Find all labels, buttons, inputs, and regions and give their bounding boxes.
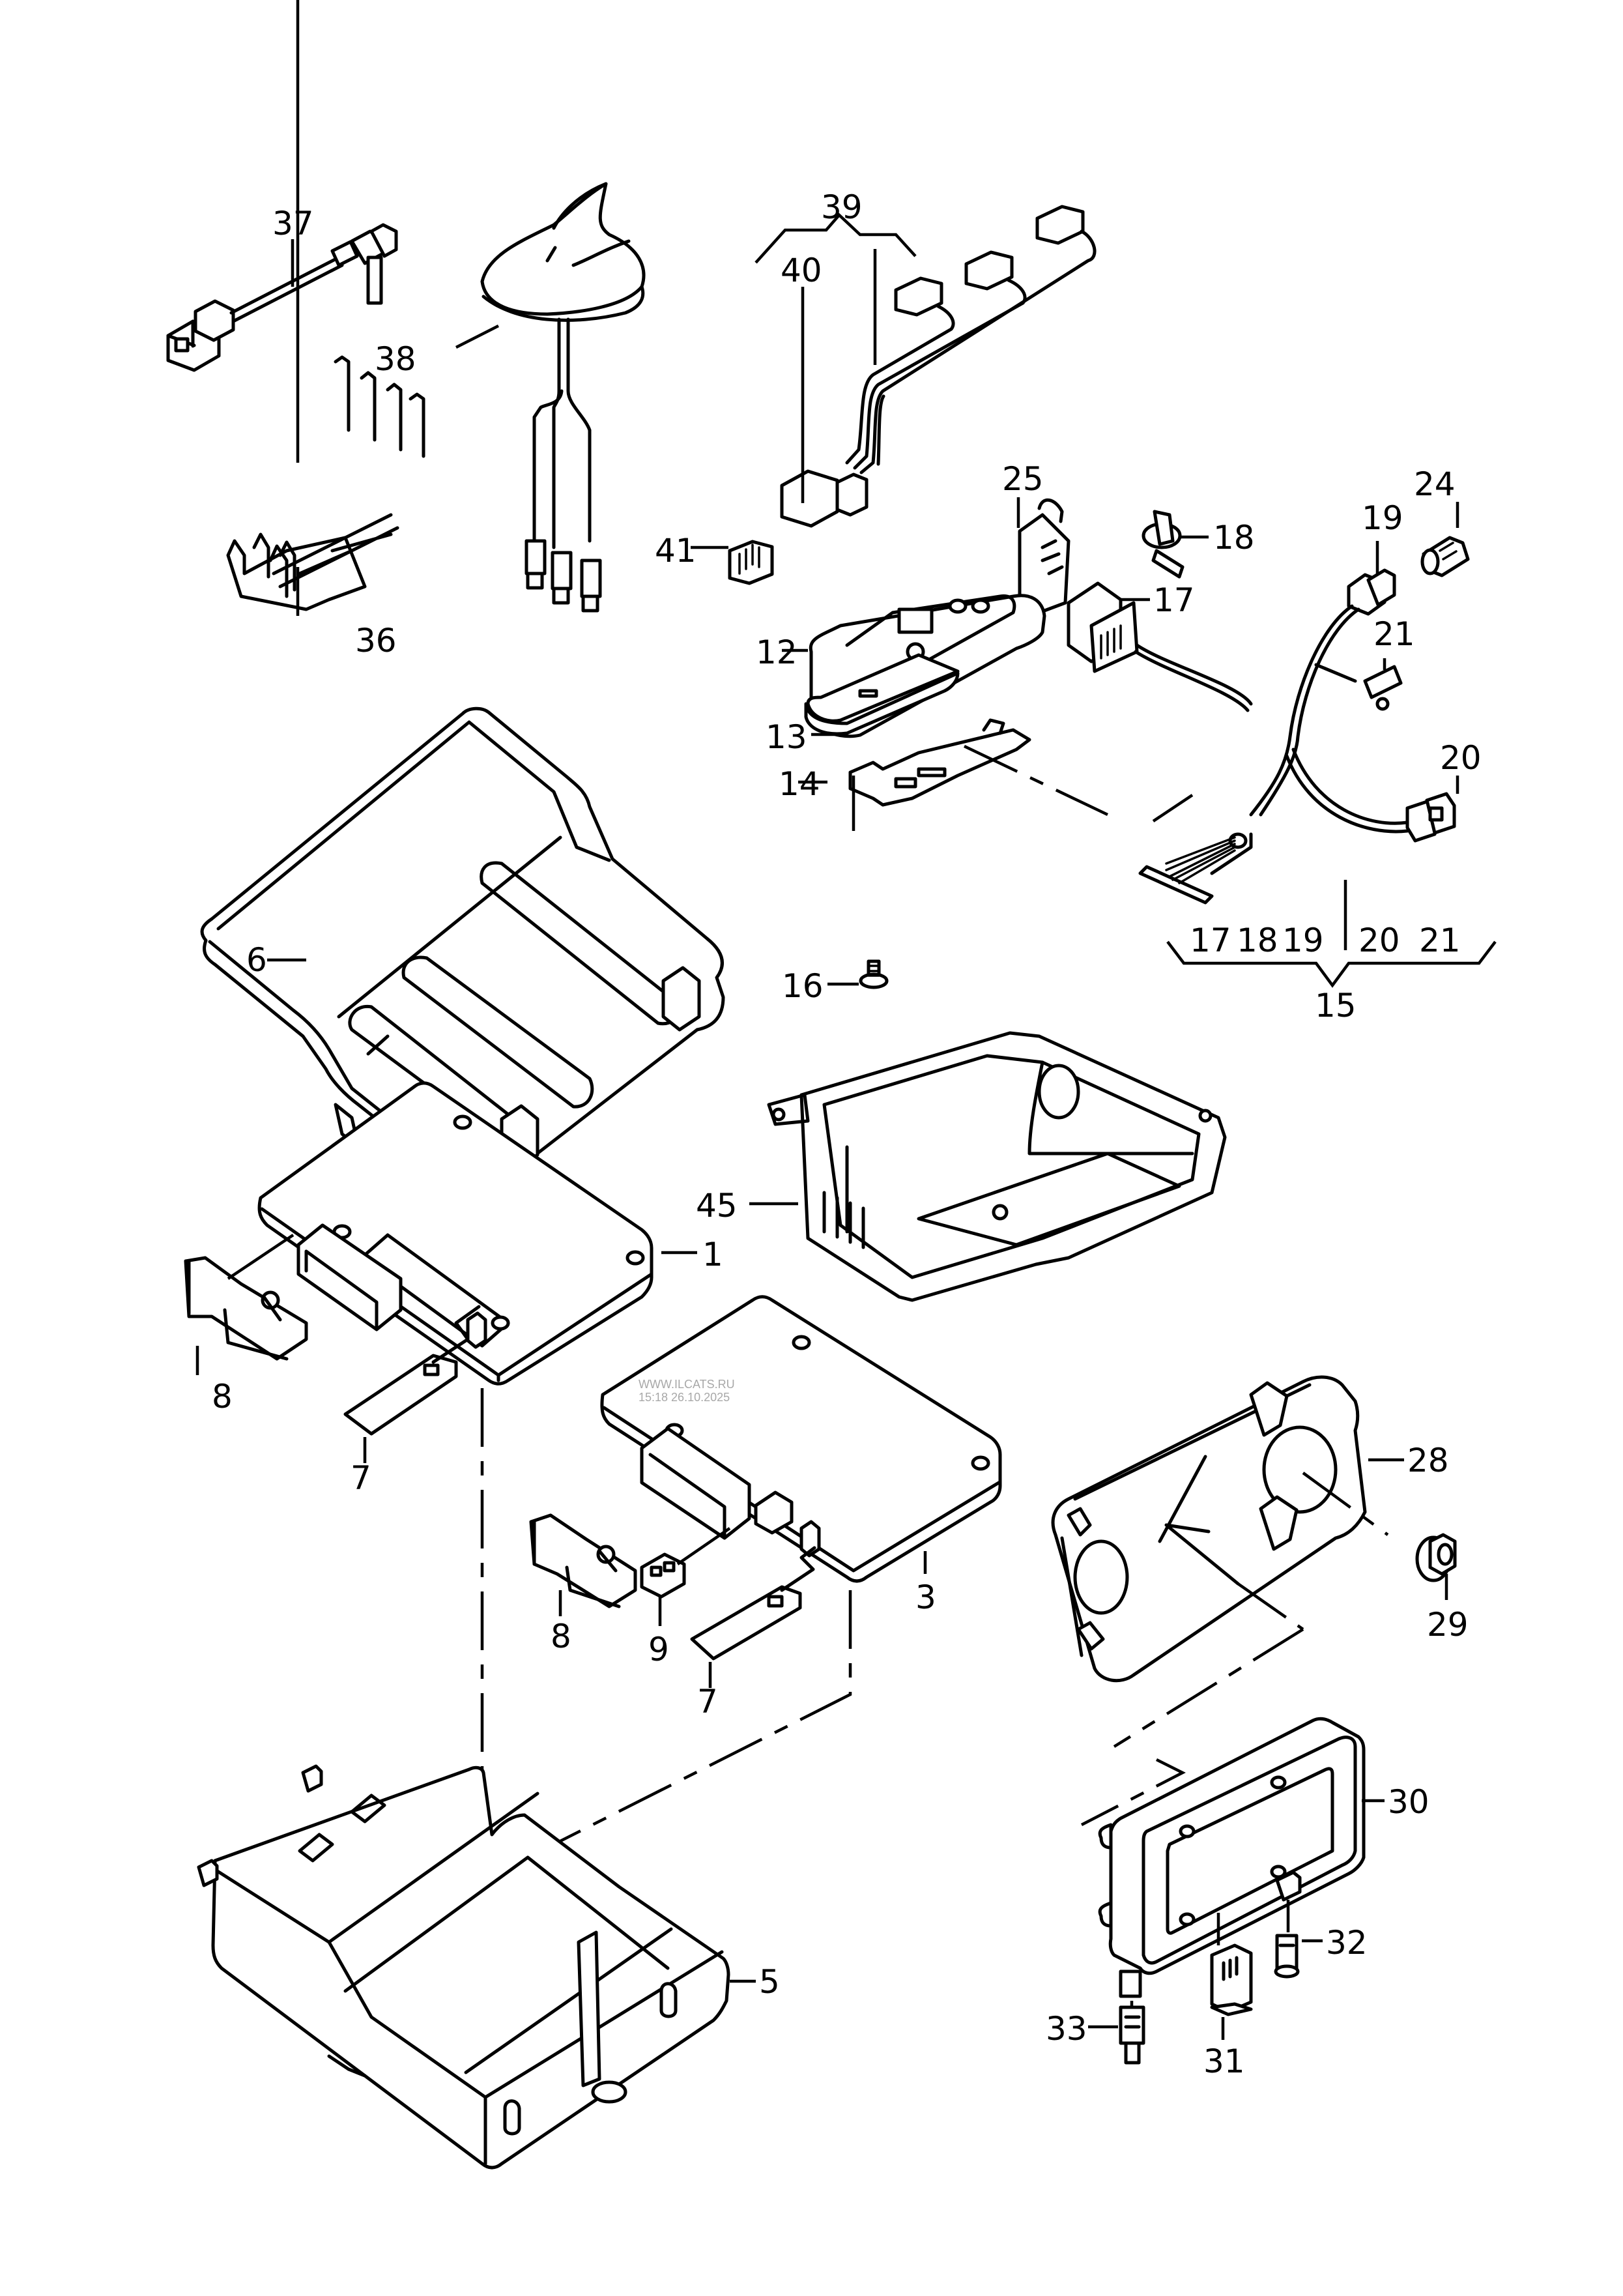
callout-15-member-18: 18	[1237, 922, 1278, 959]
part-32-antenna-plug[interactable]	[1274, 1934, 1300, 1979]
callout-39: 39	[821, 188, 863, 226]
callout-32: 32	[1326, 1924, 1368, 1962]
callout-17: 17	[1153, 581, 1195, 619]
part-25-connector-housing[interactable]	[1018, 499, 1070, 615]
part-28-mounting-plate[interactable]	[1051, 1375, 1367, 1683]
part-30-module[interactable]	[1098, 1717, 1366, 1998]
part-8-connector-lock-2[interactable]	[529, 1513, 637, 1608]
part-13-holder-plate[interactable]	[804, 653, 960, 736]
part-18-clip[interactable]	[1142, 510, 1185, 579]
callout-41: 41	[655, 532, 697, 570]
callout-15-member-20: 20	[1358, 922, 1400, 959]
callout-19: 19	[1362, 499, 1403, 537]
callout-14: 14	[779, 765, 820, 803]
part-24-antenna-socket[interactable]	[1420, 536, 1470, 577]
callout-36: 36	[355, 622, 397, 660]
callout-38: 38	[375, 340, 416, 378]
callout-31: 31	[1203, 2042, 1245, 2080]
callout-15-member-21: 21	[1419, 922, 1461, 959]
callout-13: 13	[766, 718, 807, 756]
part-31-connector[interactable]	[1210, 1943, 1253, 2016]
part-36-connector-holder[interactable]	[226, 355, 425, 611]
part-8-connector-lock[interactable]	[184, 1256, 308, 1361]
callout-16: 16	[782, 967, 824, 1005]
callout-15-member-17: 17	[1190, 922, 1231, 959]
part-19-antenna-plug[interactable]	[1249, 568, 1396, 817]
callout-28: 28	[1407, 1442, 1449, 1479]
part-7-bracket-2[interactable]	[690, 1546, 816, 1661]
callout-15-member-19: 19	[1282, 922, 1324, 959]
callout-8b: 8	[551, 1618, 571, 1655]
part-17-connector[interactable]	[1067, 581, 1253, 712]
callout-5: 5	[759, 1963, 780, 2001]
callout-24: 24	[1414, 465, 1456, 503]
callout-7a: 7	[351, 1459, 371, 1497]
part-38-roof-antenna[interactable]	[480, 182, 646, 613]
part-45-mounting-bracket[interactable]	[767, 1031, 1227, 1302]
part-21-cable-tape[interactable]	[1314, 663, 1403, 711]
callout-25: 25	[1002, 460, 1044, 498]
callout-30: 30	[1388, 1783, 1429, 1821]
part-29-nut[interactable]	[1415, 1533, 1457, 1582]
part-16-screw[interactable]	[859, 959, 889, 989]
part-15-harness-pins[interactable]	[1138, 832, 1253, 905]
callout-37: 37	[272, 205, 314, 242]
callout-12: 12	[756, 633, 797, 671]
part-33-antenna-plug[interactable]	[1119, 2005, 1145, 2065]
part-9-plug[interactable]	[640, 1552, 686, 1599]
part-3-control-unit[interactable]	[600, 1295, 1002, 1583]
callout-8a: 8	[212, 1378, 233, 1416]
callout-18: 18	[1213, 519, 1255, 557]
callout-40: 40	[781, 252, 822, 289]
callout-20: 20	[1440, 739, 1482, 777]
watermark-line2: 15:18 26.10.2025	[639, 1391, 730, 1404]
part-7-bracket[interactable]	[343, 1305, 481, 1436]
callout-45: 45	[696, 1187, 738, 1225]
callout-9: 9	[648, 1631, 669, 1668]
part-39-wiring-harness[interactable]	[728, 205, 1097, 585]
part-1-control-unit[interactable]	[257, 1081, 654, 1386]
callout-29: 29	[1427, 1606, 1469, 1644]
part-6-cover[interactable]	[200, 706, 725, 1196]
callout-21: 21	[1373, 615, 1415, 653]
callout-15: 15	[1315, 987, 1357, 1024]
callout-33: 33	[1046, 2010, 1087, 2048]
callout-6: 6	[246, 941, 267, 979]
callout-3: 3	[915, 1578, 936, 1616]
part-37-adapter-cable[interactable]	[166, 223, 398, 372]
part-5-carrier-tray[interactable]	[197, 1764, 730, 2170]
callout-1: 1	[702, 1236, 723, 1273]
watermark-line1: WWW.ILCATS.RU	[639, 1378, 735, 1391]
part-14-circuit-board[interactable]	[848, 718, 1031, 807]
part-20-fakra-connector[interactable]	[1285, 748, 1456, 843]
callout-7b: 7	[697, 1683, 718, 1721]
